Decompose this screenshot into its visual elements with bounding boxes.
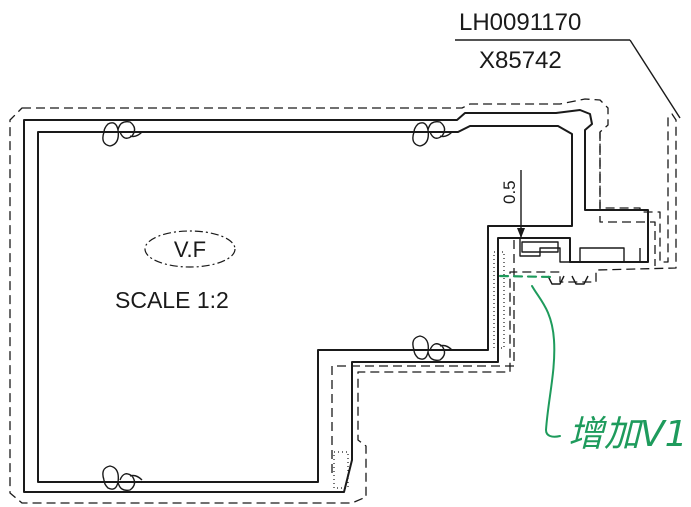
- title-callout: LH0091170 X85742: [455, 9, 681, 119]
- keyhole-bottom-left: [102, 465, 143, 492]
- keyhole-features: [102, 120, 453, 492]
- dimension-callout: 0.5: [498, 170, 560, 239]
- keyhole-top-left: [102, 120, 143, 147]
- clip-channel: [519, 238, 641, 263]
- dotted-insert-step: [493, 251, 505, 349]
- right-dashed-channel: [599, 132, 656, 266]
- inner-dashed-offset: [331, 240, 515, 478]
- profile-inner-wall: [37, 125, 573, 483]
- view-label-group: V.F: [144, 230, 236, 268]
- part-number: LH0091170: [459, 9, 581, 36]
- green-curve-leader: [531, 285, 561, 438]
- keyhole-middle: [412, 335, 453, 362]
- green-dashed-mark: [498, 274, 554, 279]
- handwritten-note: 增加V1: [568, 414, 688, 455]
- reference-number: X85742: [479, 47, 562, 74]
- leader-line: [629, 39, 681, 119]
- clip-channel-detail: [519, 238, 641, 285]
- scale-text: SCALE 1:2: [115, 287, 229, 313]
- dimension-value: 0.5: [500, 180, 519, 204]
- dotted-insert-bottom: [333, 451, 349, 489]
- view-label: V.F: [174, 237, 206, 262]
- clip-slot: [521, 241, 559, 253]
- outer-dashed-envelope: [9, 98, 677, 504]
- clip-lower-teeth: [547, 275, 589, 285]
- dimension-arrow: [517, 228, 525, 238]
- green-markup: 增加V1: [498, 274, 688, 455]
- view-label-ellipse: [144, 230, 236, 268]
- profile-outer-wall: [23, 109, 649, 493]
- keyhole-top-right: [412, 120, 453, 147]
